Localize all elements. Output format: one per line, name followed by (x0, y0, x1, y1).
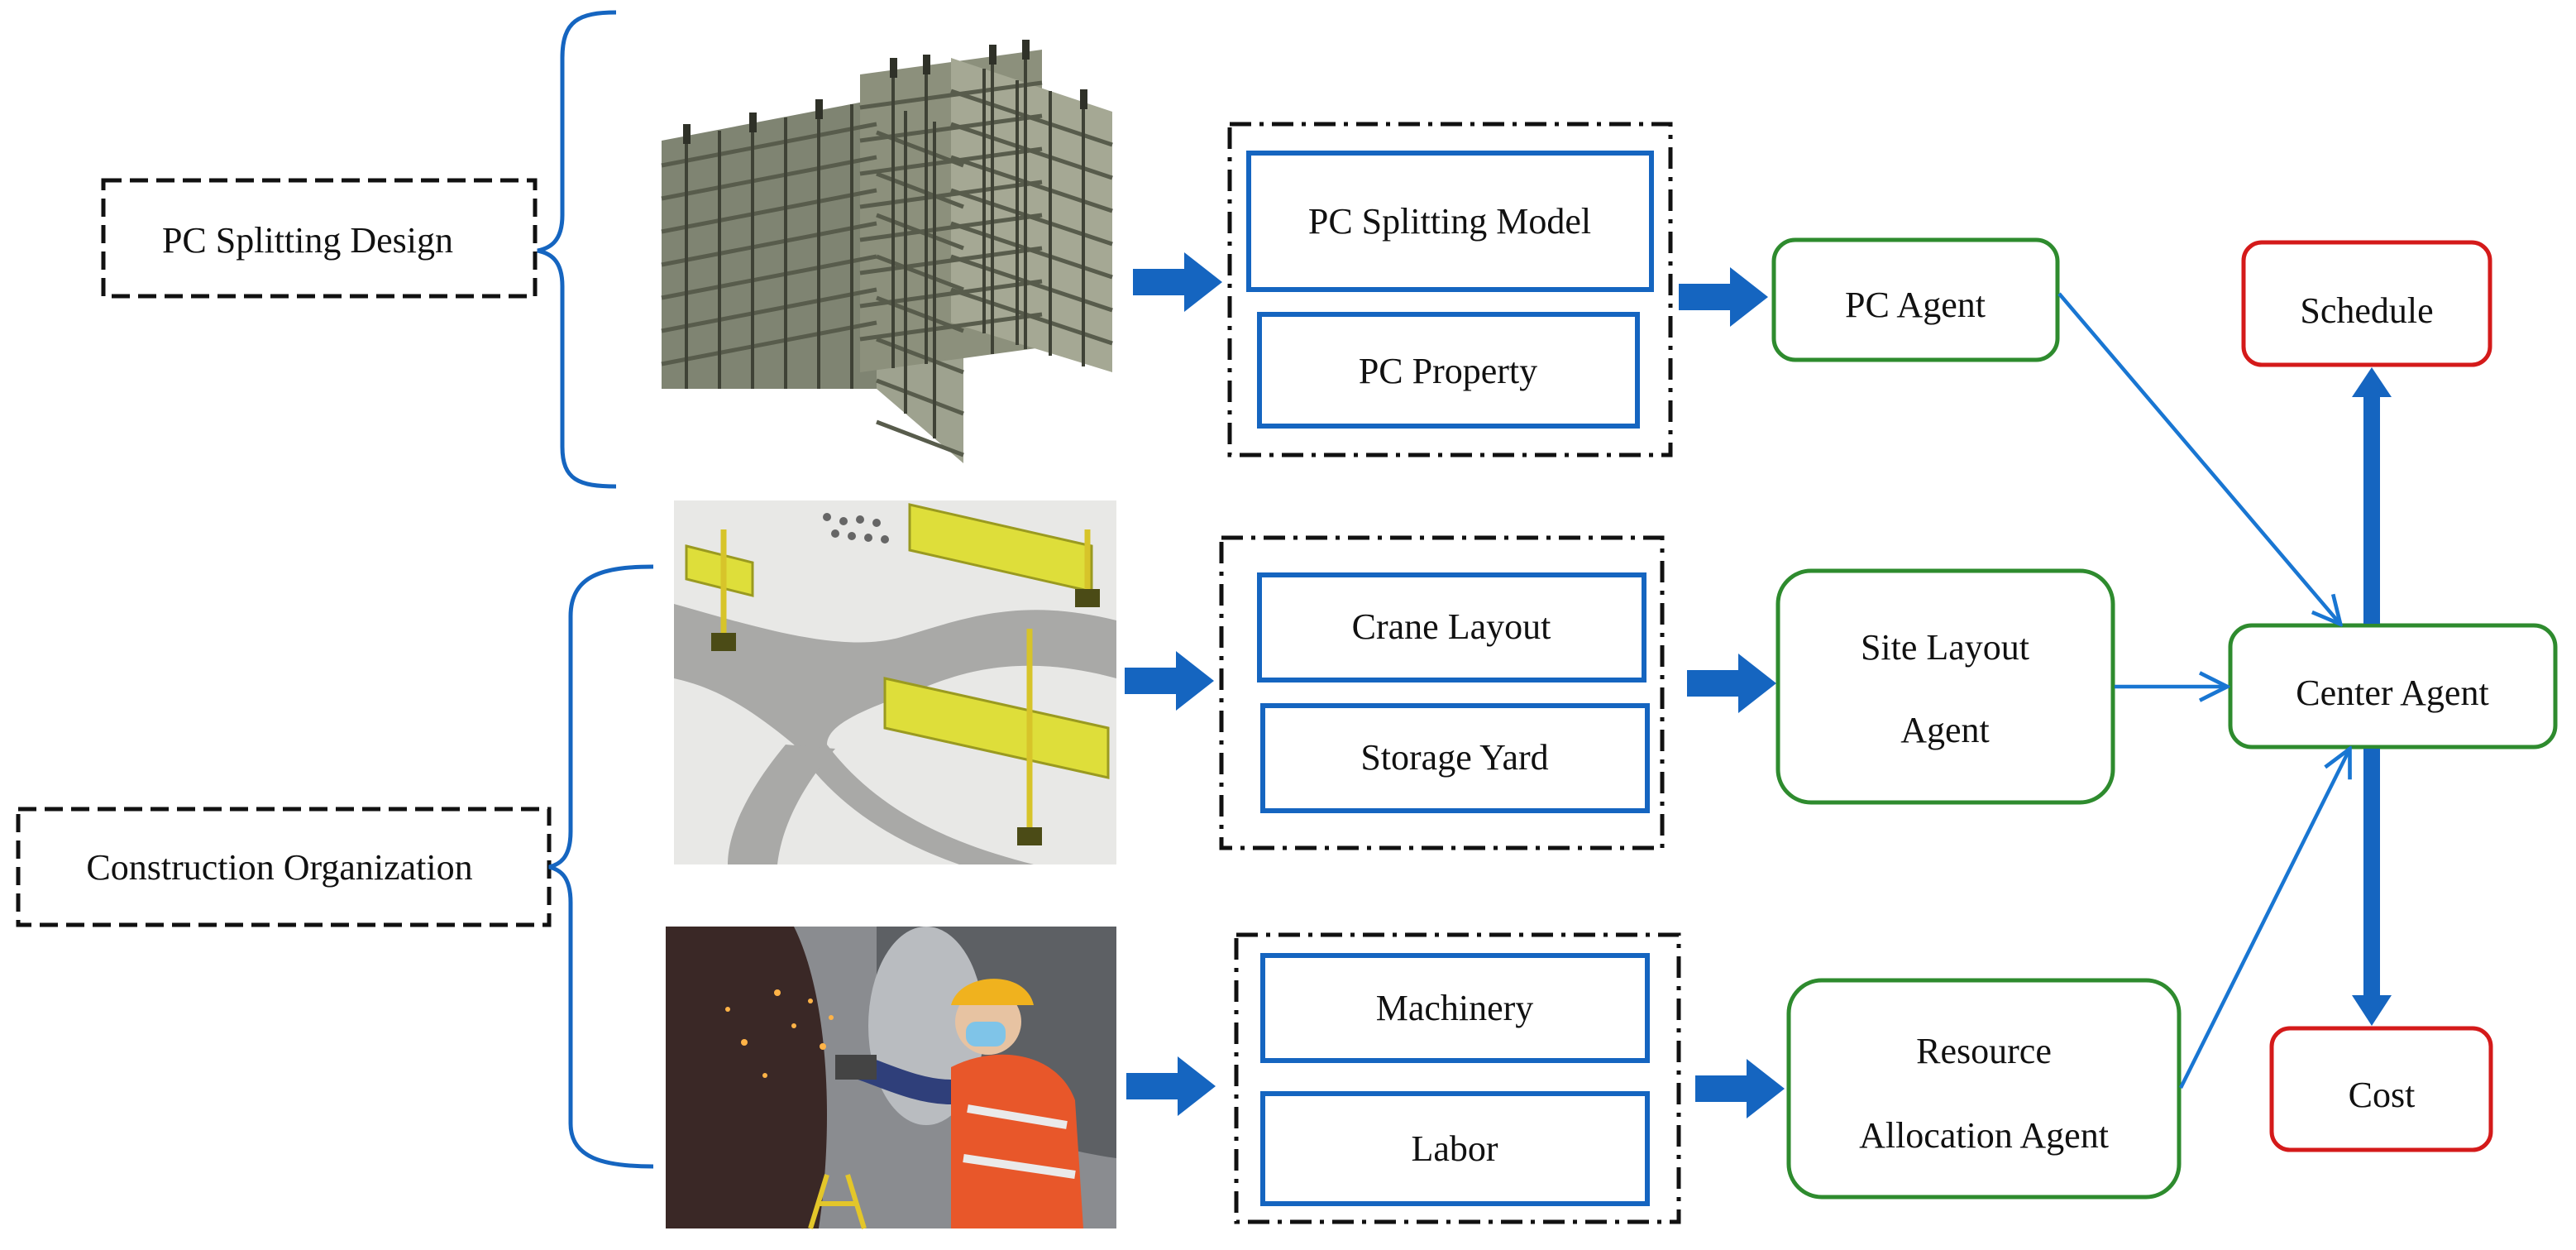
resource-allocation-agent-line2: Allocation Agent (1859, 1115, 2109, 1156)
group-resource: Machinery Labor (1234, 932, 1681, 1224)
crane-layout-box (1257, 572, 1646, 682)
storage-yard-box (1260, 703, 1650, 813)
schedule-label: Schedule (2300, 290, 2433, 331)
cost-label: Cost (2349, 1075, 2416, 1115)
category-construction-organization: Construction Organization (16, 807, 552, 927)
category-pc-splitting-design: PC Splitting Design (101, 178, 538, 299)
pc-splitting-model-box (1246, 151, 1654, 292)
resource-allocation-agent: Resource Allocation Agent (1786, 978, 2182, 1200)
arrow-site-to-site-group (1125, 651, 1214, 711)
pc-splitting-model-label: PC Splitting Model (1308, 201, 1591, 242)
welding-worker-photo (666, 927, 1116, 1229)
arrow-resource-agent-to-center (2178, 751, 2349, 1090)
pc-agent: PC Agent (1771, 237, 2060, 362)
category-pc-splitting-design-label: PC Splitting Design (162, 220, 453, 261)
crane-layout-label: Crane Layout (1352, 606, 1551, 647)
pc-property-box (1257, 312, 1640, 429)
arrow-pc-agent-to-center (2057, 292, 2339, 622)
site-layout-agent-line2: Agent (1900, 710, 1990, 750)
center-agent-label: Center Agent (2296, 673, 2488, 713)
group-site: Crane Layout Storage Yard (1219, 535, 1665, 850)
site-layout-render-image (674, 500, 1116, 864)
site-layout-agent: Site Layout Agent (1775, 568, 2115, 805)
arrow-site-group-to-site-agent (1687, 654, 1776, 713)
center-agent: Center Agent (2228, 623, 2558, 750)
arrow-resource-group-to-resource-agent (1695, 1059, 1785, 1118)
labor-box (1260, 1091, 1650, 1206)
category-construction-organization-label: Construction Organization (86, 847, 472, 888)
schedule-output: Schedule (2241, 240, 2492, 367)
pc-agent-label: PC Agent (1845, 285, 1986, 325)
site-layout-agent-line1: Site Layout (1861, 627, 2029, 668)
building-frame-model-image (661, 40, 1113, 463)
storage-yard-label: Storage Yard (1360, 737, 1548, 778)
cost-output: Cost (2269, 1026, 2493, 1152)
group-pc: PC Splitting Model PC Property (1227, 122, 1673, 457)
arrow-center-to-cost (2352, 749, 2392, 1026)
machinery-label: Machinery (1376, 988, 1534, 1028)
brace-bottom (548, 564, 654, 1169)
resource-allocation-agent-line1: Resource (1916, 1031, 2052, 1071)
machinery-box (1260, 953, 1650, 1063)
pc-property-label: PC Property (1359, 351, 1537, 391)
arrow-building-to-pc-group (1133, 252, 1222, 312)
arrow-worker-to-resource-group (1126, 1056, 1216, 1116)
brace-top (537, 10, 617, 489)
arrow-pc-group-to-pc-agent (1679, 267, 1768, 327)
labor-label: Labor (1411, 1128, 1498, 1169)
arrow-center-to-schedule (2352, 367, 2392, 624)
